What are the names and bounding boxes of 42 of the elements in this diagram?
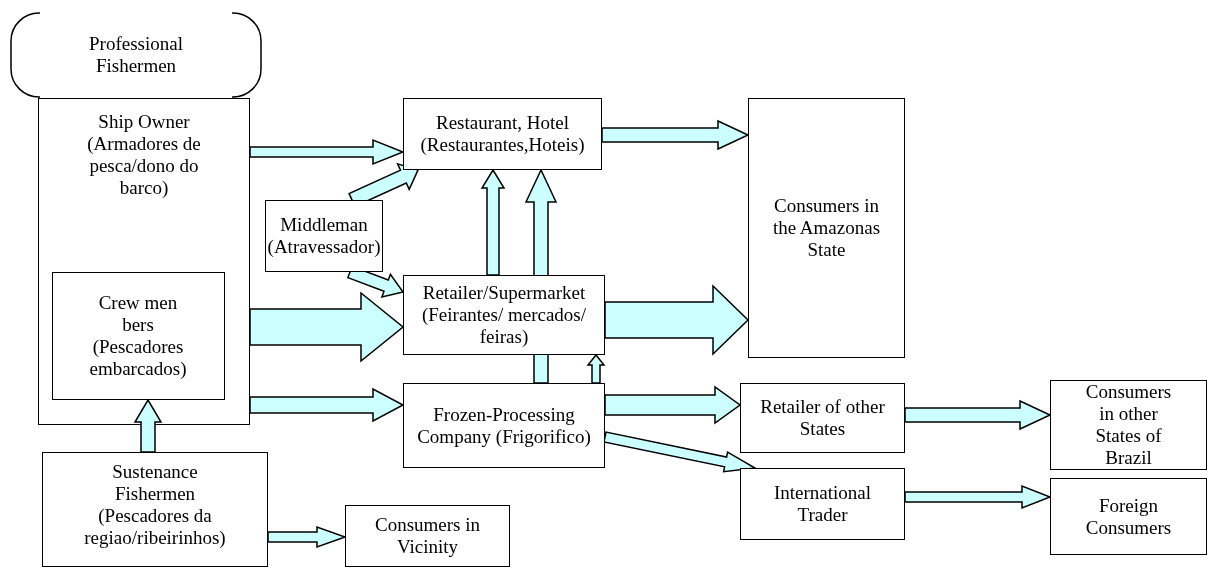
- process-box: [265, 200, 383, 272]
- process-box: [38, 98, 250, 425]
- node-label: Foreign Consumers: [1084, 494, 1173, 539]
- node-label: Retailer of other States: [759, 396, 886, 440]
- block-arrow: [904, 399, 1052, 431]
- node-label: Frozen-Processing Company (Frigorifico): [416, 403, 592, 448]
- process-box: [403, 275, 605, 355]
- node-label: International Trader: [772, 482, 873, 526]
- group-header-box: [10, 12, 262, 98]
- node-label: Ship Owner (Armadores de pesca/dono do barco): [86, 111, 202, 199]
- process-box: [403, 98, 602, 170]
- block-arrow: [586, 353, 606, 384]
- block-arrow: [249, 291, 405, 363]
- block-arrow: [267, 525, 348, 549]
- process-box: [740, 383, 905, 453]
- block-arrow: [249, 387, 405, 423]
- node-label: Consumers in other States of Brazil: [1084, 381, 1173, 469]
- block-arrow: [604, 385, 742, 425]
- block-arrow: [133, 398, 163, 453]
- node-label: Retailer/Supermarket (Feirantes/ mercados/ feiras): [420, 282, 588, 348]
- block-arrow: [904, 484, 1053, 510]
- process-box: [51, 271, 225, 400]
- node-label: Crew men bers (Pescadores embarcados): [88, 291, 188, 380]
- block-arrow: [524, 168, 558, 384]
- node-label: Professional Fishermen: [88, 33, 184, 77]
- block-arrow: [601, 119, 750, 151]
- process-box: [1050, 380, 1207, 470]
- node-label: Restaurant, Hotel (Restaurantes,Hoteis): [419, 112, 586, 156]
- process-box: [740, 468, 905, 540]
- process-box: [748, 98, 905, 358]
- node-label: Middleman (Atravessador): [267, 214, 381, 258]
- block-arrow: [603, 431, 758, 473]
- block-arrow: [249, 138, 405, 166]
- node-label: Consumers in the Amazonas State: [771, 195, 882, 261]
- node-label: Sustenance Fishermen (Pescadores da regiao/ribeirinhos): [83, 461, 227, 549]
- block-arrow: [604, 284, 750, 356]
- process-box: [42, 452, 268, 567]
- block-arrow: [480, 168, 506, 276]
- process-box: [403, 383, 605, 468]
- process-box: [345, 505, 510, 567]
- process-box: [1050, 478, 1207, 555]
- node-label: Consumers in Vicinity: [374, 514, 481, 558]
